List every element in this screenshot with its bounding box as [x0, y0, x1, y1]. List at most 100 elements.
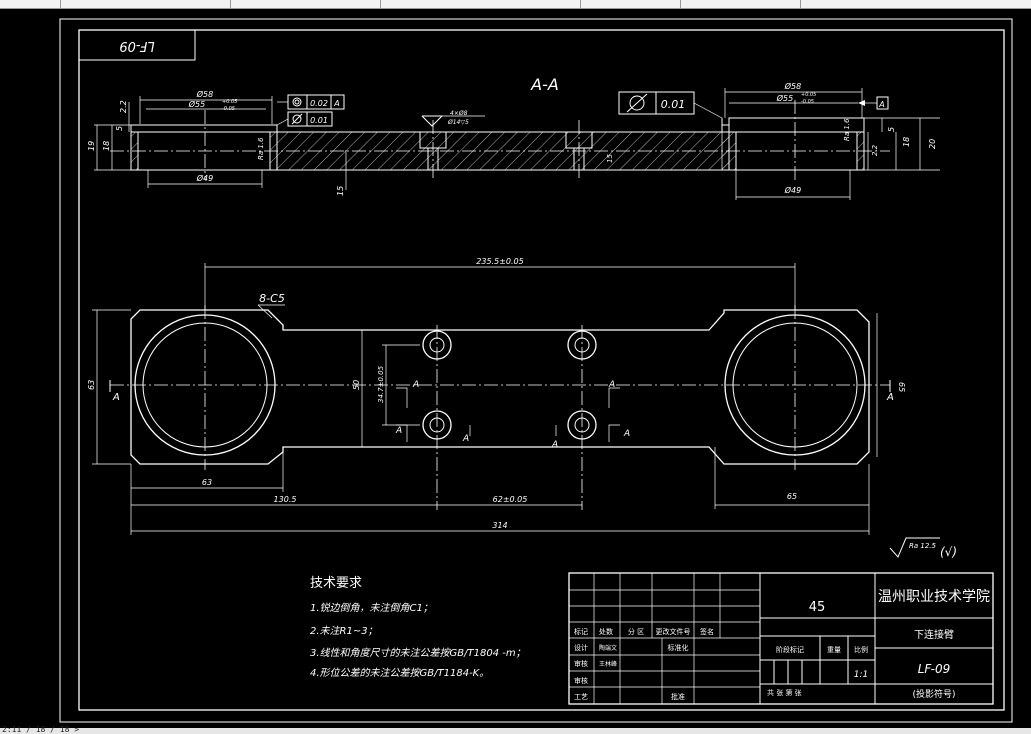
svg-text:王林峰: 王林峰	[599, 660, 617, 668]
inner-frame	[78, 29, 1005, 711]
svg-text:设计: 设计	[574, 643, 588, 652]
svg-text:审核: 审核	[574, 676, 588, 685]
svg-text:1.锐边倒角，未注倒角C1；: 1.锐边倒角，未注倒角C1；	[310, 602, 433, 614]
svg-text:Ra 1.6: Ra 1.6	[257, 137, 265, 160]
svg-text:标记: 标记	[574, 627, 588, 636]
svg-text:Ø58: Ø58	[784, 81, 801, 91]
svg-text:50: 50	[352, 380, 361, 390]
section-dims-left: Ø58 Ø55 +0.05 -0.05 Ø49 2.2 5 18 19 Ra 1…	[87, 89, 614, 196]
svg-text:签名: 签名	[700, 627, 714, 636]
toolbar-segment[interactable]	[60, 0, 231, 8]
section-dims-right: 0.01 Ø58 Ø55 +0.05 -0.05 A Ø49 Ra 1.6 5 …	[618, 81, 940, 200]
toolbar-segment[interactable]	[0, 0, 61, 8]
plan-view	[110, 305, 890, 510]
material: 45	[809, 600, 826, 615]
school-name: 温州职业技术学院	[878, 589, 990, 605]
tech-title: 技术要求	[310, 576, 362, 591]
svg-text:工艺: 工艺	[574, 693, 588, 701]
svg-text:5: 5	[115, 126, 124, 131]
svg-text:0.01: 0.01	[661, 98, 686, 111]
flipped-drawing-number: LF-09	[119, 38, 154, 53]
svg-text:Ø49: Ø49	[784, 185, 801, 195]
svg-text:15: 15	[336, 186, 345, 196]
svg-text:A: A	[333, 99, 339, 108]
toolbar-segment[interactable]	[230, 0, 381, 8]
section-title: A-A	[530, 75, 559, 94]
svg-text:A: A	[395, 426, 402, 436]
svg-text:+0.05: +0.05	[222, 99, 237, 105]
svg-text:A: A	[608, 380, 615, 390]
toolbar-segment[interactable]	[580, 0, 681, 8]
svg-text:20: 20	[928, 139, 937, 149]
status-text: 2:11 / 18 / 18 >	[2, 725, 80, 734]
svg-text:批准: 批准	[671, 692, 685, 701]
title-block: 标记 处数 分 区 更改文件号 签名 设计 陶端文 标准化 审核 王林峰 审核 …	[568, 572, 994, 705]
svg-text:共 张 第 张: 共 张 第 张	[767, 688, 802, 697]
svg-text:A: A	[112, 392, 120, 403]
svg-text:65: 65	[897, 382, 906, 392]
svg-text:+0.05: +0.05	[801, 92, 816, 98]
svg-text:5: 5	[887, 127, 896, 132]
plan-dims: 235.5±0.05 8-C5 63 50 34.7±0.05 65 A A A…	[87, 257, 906, 535]
svg-text:Ø14▽5: Ø14▽5	[447, 119, 469, 126]
svg-text:(√): (√)	[940, 545, 957, 559]
svg-text:2.未注R1~3；: 2.未注R1~3；	[310, 625, 378, 637]
svg-text:34.7±0.05: 34.7±0.05	[377, 365, 385, 403]
svg-text:0.01: 0.01	[310, 116, 328, 125]
svg-text:(投影符号): (投影符号)	[912, 688, 955, 700]
svg-text:分 区: 分 区	[628, 627, 644, 636]
outer-frame	[59, 18, 1013, 723]
section-view	[110, 100, 890, 180]
tech-requirements: 技术要求 1.锐边倒角，未注倒角C1； 2.未注R1~3； 3.线性和角度尺寸的…	[310, 576, 526, 679]
svg-text:63: 63	[202, 478, 212, 487]
svg-text:4.形位公差的未注公差按GB/T1184-K。: 4.形位公差的未注公差按GB/T1184-K。	[310, 667, 489, 679]
roughness-symbol: Ra 12.5 (√)	[889, 537, 957, 559]
svg-text:Ø55: Ø55	[776, 93, 793, 103]
svg-text:更改文件号: 更改文件号	[656, 627, 691, 636]
svg-text:130.5: 130.5	[274, 495, 297, 504]
svg-text:1:1: 1:1	[854, 670, 868, 680]
svg-text:62±0.05: 62±0.05	[493, 495, 528, 504]
svg-text:A: A	[412, 380, 419, 390]
svg-text:18: 18	[902, 137, 911, 147]
drawing-number: LF-09	[918, 662, 951, 676]
svg-text:0.02: 0.02	[310, 99, 328, 108]
svg-text:Ra 1.6: Ra 1.6	[843, 118, 851, 141]
svg-text:比例: 比例	[854, 645, 868, 654]
toolbar-segment[interactable]	[680, 0, 801, 8]
dim-chamfer: 8-C5	[259, 292, 285, 305]
svg-text:2.2: 2.2	[119, 100, 128, 113]
svg-text:A: A	[462, 434, 469, 444]
svg-text:3.线性和角度尺寸的未注公差按GB/T1804 -m；: 3.线性和角度尺寸的未注公差按GB/T1804 -m；	[310, 647, 526, 659]
svg-text:-0.05: -0.05	[801, 99, 814, 105]
svg-text:4×Ø8: 4×Ø8	[450, 110, 468, 117]
svg-text:19: 19	[87, 141, 96, 151]
part-outline	[130, 309, 870, 465]
svg-text:A: A	[886, 392, 894, 403]
svg-text:重量: 重量	[827, 646, 841, 654]
svg-text:Ra 12.5: Ra 12.5	[909, 542, 937, 550]
svg-text:2.2: 2.2	[871, 144, 879, 156]
svg-text:A: A	[623, 429, 630, 439]
svg-text:审核: 审核	[574, 659, 588, 668]
svg-text:Ø55: Ø55	[188, 99, 205, 109]
svg-text:A: A	[551, 440, 558, 450]
svg-text:314: 314	[492, 521, 507, 530]
svg-text:Ø49: Ø49	[196, 173, 213, 183]
svg-text:A: A	[878, 100, 884, 109]
toolbar-segment[interactable]	[380, 0, 581, 8]
svg-text:陶端文: 陶端文	[599, 644, 617, 652]
svg-text:18: 18	[102, 141, 111, 151]
svg-text:63: 63	[87, 380, 96, 390]
part-name: 下连接臂	[914, 628, 954, 641]
status-bar	[0, 728, 1031, 734]
svg-text:Ø58: Ø58	[196, 89, 213, 99]
svg-text:处数: 处数	[599, 627, 613, 636]
dim-235: 235.5±0.05	[476, 257, 523, 266]
svg-text:阶段标记: 阶段标记	[776, 645, 804, 654]
toolbar-strip	[0, 0, 1031, 9]
svg-text:-0.05: -0.05	[222, 106, 235, 112]
svg-text:15: 15	[606, 154, 614, 163]
